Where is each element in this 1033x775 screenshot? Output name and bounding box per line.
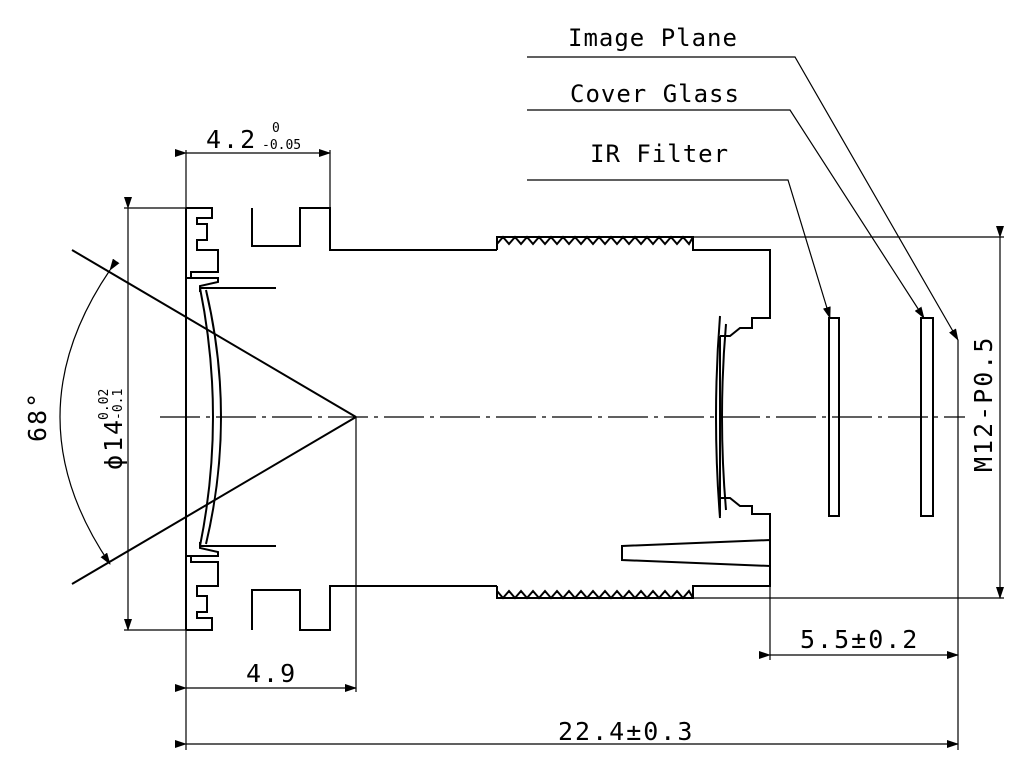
ir-filter-label: IR Filter (590, 140, 729, 168)
diameter-label-group: ϕ 14 0.02 -0.1 (97, 389, 128, 470)
image-plane-leader (527, 56, 959, 341)
cover-glass-label: Cover Glass (570, 80, 740, 108)
flange-width-value: 4.2 (206, 125, 257, 154)
back-focal-value: 5.5±0.2 (800, 625, 919, 654)
flange-width-upper-tol: 0 (272, 121, 280, 136)
barrel-top-profile (185, 207, 771, 630)
ir-filter-leader (527, 179, 831, 319)
diameter-lower-tol: -0.1 (111, 389, 126, 420)
diameter-symbol: ϕ (99, 453, 128, 470)
dimension-lines (124, 149, 1004, 750)
cover-glass-leader (527, 109, 925, 319)
thread-value: M12-P0.5 (969, 336, 998, 472)
field-angle-arc (59, 258, 120, 565)
field-angle-value: 68° (23, 391, 52, 442)
image-plane-label: Image Plane (568, 24, 738, 52)
thread-label-group: M12-P0.5 (969, 336, 998, 472)
total-length-value: 22.4±0.3 (558, 717, 694, 746)
upper-thread (496, 235, 694, 246)
lower-thread (496, 589, 694, 600)
front-length-value: 4.9 (246, 659, 297, 688)
callout-leaders (527, 56, 959, 341)
field-angle-label-group: 68° (23, 391, 52, 442)
flange-width-lower-tol: -0.05 (262, 138, 301, 153)
diameter-upper-tol: 0.02 (97, 389, 112, 420)
diameter-value: 14 (99, 418, 128, 452)
barrel-bottom-profile (186, 497, 771, 631)
lens-barrel-outline (185, 207, 771, 631)
cover-glass-plate (920, 317, 934, 517)
rear-cone (621, 538, 771, 568)
ir-filter-plate (828, 317, 840, 517)
